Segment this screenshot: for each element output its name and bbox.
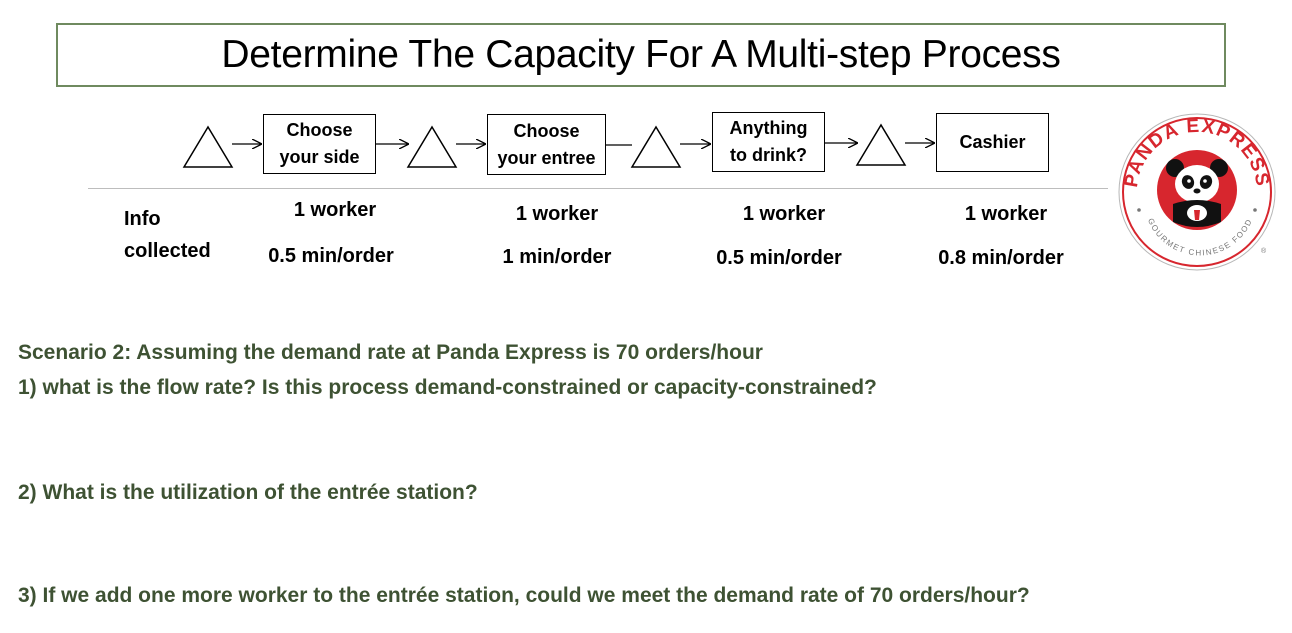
info-collected-label: Info collected <box>124 203 211 267</box>
queue-triangle-1 <box>182 125 234 168</box>
station-1-workers: 1 worker <box>293 199 377 221</box>
station-3-workers: 1 worker <box>742 203 826 225</box>
station-choose-side: Choose your side <box>263 114 376 174</box>
title-box: Determine The Capacity For A Multi-step … <box>56 23 1226 87</box>
registered-mark: ® <box>1261 247 1267 255</box>
info-label-line1: Info <box>124 208 161 230</box>
station-label-line2: your entree <box>497 147 596 168</box>
page-title: Determine The Capacity For A Multi-step … <box>221 33 1061 76</box>
question-3: 3) If we add one more worker to the entr… <box>18 584 1030 607</box>
station-label-line1: Choose <box>513 120 580 141</box>
queue-triangle-4 <box>855 123 907 166</box>
question-2: 2) What is the utilization of the entrée… <box>18 481 478 504</box>
station-4-rate: 0.8 min/order <box>938 247 1064 269</box>
station-3-rate: 0.5 min/order <box>716 247 842 269</box>
station-2-workers: 1 worker <box>515 203 599 225</box>
panda-icon <box>1166 159 1228 227</box>
queue-triangle-3 <box>630 125 682 168</box>
station-label-line1: Anything <box>729 118 808 138</box>
panda-express-logo: PANDA EXPRESS GOURMET CHINESE FOOD ® <box>1118 113 1276 271</box>
station-label-line1: Cashier <box>959 132 1026 152</box>
divider-line <box>88 188 1108 189</box>
station-label-line2: your side <box>279 147 360 167</box>
queue-triangle-2 <box>406 125 458 168</box>
station-cashier: Cashier <box>936 113 1049 172</box>
station-1-rate: 0.5 min/order <box>268 245 394 267</box>
station-label-line2: to drink? <box>730 145 807 165</box>
station-2-rate: 1 min/order <box>502 246 612 268</box>
station-choose-entree: Choose your entree <box>487 114 606 175</box>
question-1: 1) what is the flow rate? Is this proces… <box>18 376 877 399</box>
station-drink: Anything to drink? <box>712 112 825 172</box>
info-label-line2: collected <box>124 240 211 262</box>
process-flow-diagram <box>182 123 1292 168</box>
station-label-line1: Choose <box>286 120 353 140</box>
station-4-workers: 1 worker <box>964 203 1048 225</box>
scenario-text: Scenario 2: Assuming the demand rate at … <box>18 341 763 364</box>
